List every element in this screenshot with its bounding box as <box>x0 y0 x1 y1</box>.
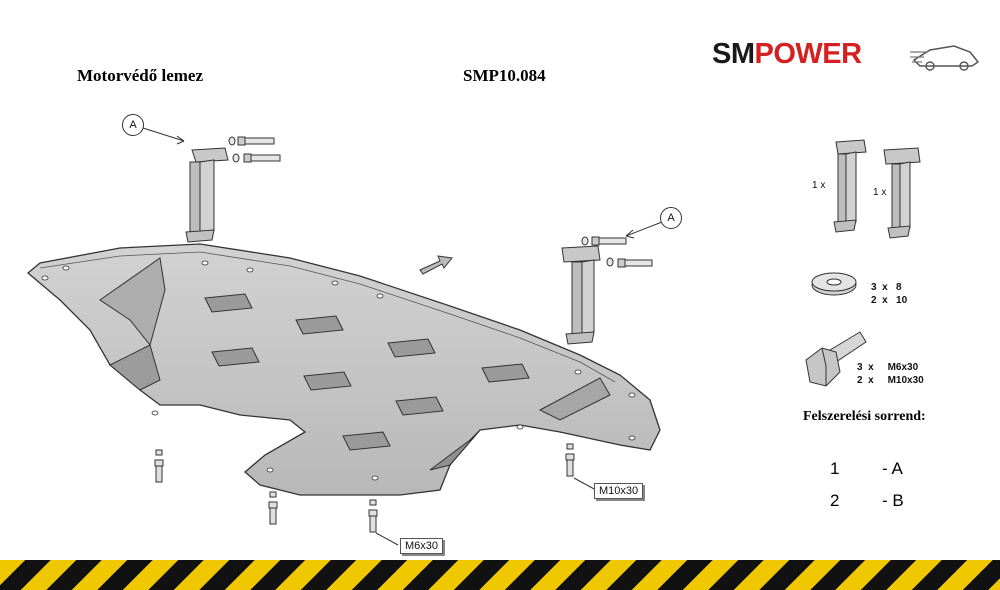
direction-arrow-icon <box>419 255 453 275</box>
bracket-qty-1: 1 x <box>812 180 826 191</box>
bottom-bolts <box>154 443 575 533</box>
assembly-step-2-number: 2 <box>830 491 840 510</box>
assembly-step-1-part: - A <box>882 459 903 478</box>
bolt-qty-line-2: 2 x M10x30 <box>857 375 924 386</box>
washer-qty-line-1: 3 x 8 <box>871 282 902 293</box>
bolts-a-left <box>228 136 281 163</box>
bolts-a-right <box>581 236 653 268</box>
logo-text-sm: SM <box>712 38 755 70</box>
parts-bracket-1 <box>833 139 867 233</box>
bracket-right <box>561 245 601 345</box>
washer-qty-line-2: 2 x 10 <box>871 295 908 306</box>
assembly-order-heading: Felszerelési sorrend: <box>803 409 926 424</box>
diagram-title: Motorvédő lemez <box>77 66 204 85</box>
callout-a-right: A <box>660 207 682 229</box>
bolt-qty-list: 3 x M6x30 2 x M10x30 <box>857 361 924 387</box>
logo-text-power: POWER <box>754 38 863 70</box>
m6-label: M6x30 <box>400 538 444 554</box>
logo-car-icon <box>910 45 980 71</box>
bolt-qty-line-1: 3 x M6x30 <box>857 362 919 373</box>
parts-bracket-2 <box>883 147 921 239</box>
part-code: SMP10.084 <box>463 66 546 85</box>
bolt-icon <box>805 331 867 387</box>
m10-label: M10x30 <box>594 483 644 499</box>
skid-plate <box>26 243 661 496</box>
washer-qty-list: 3 x 8 2 x 10 <box>871 281 907 307</box>
hazard-stripe <box>0 560 1000 590</box>
callout-a-arrows <box>142 127 663 239</box>
bracket-left <box>185 147 229 243</box>
assembly-step-1-number: 1 <box>830 459 840 478</box>
smpower-logo: SMPOWER <box>712 30 982 80</box>
leader-lines <box>375 477 597 546</box>
callout-a-left: A <box>122 114 144 136</box>
assembly-step-2-part: - B <box>882 491 904 510</box>
washer-icon <box>811 272 857 296</box>
bracket-qty-2: 1 x <box>873 187 887 198</box>
